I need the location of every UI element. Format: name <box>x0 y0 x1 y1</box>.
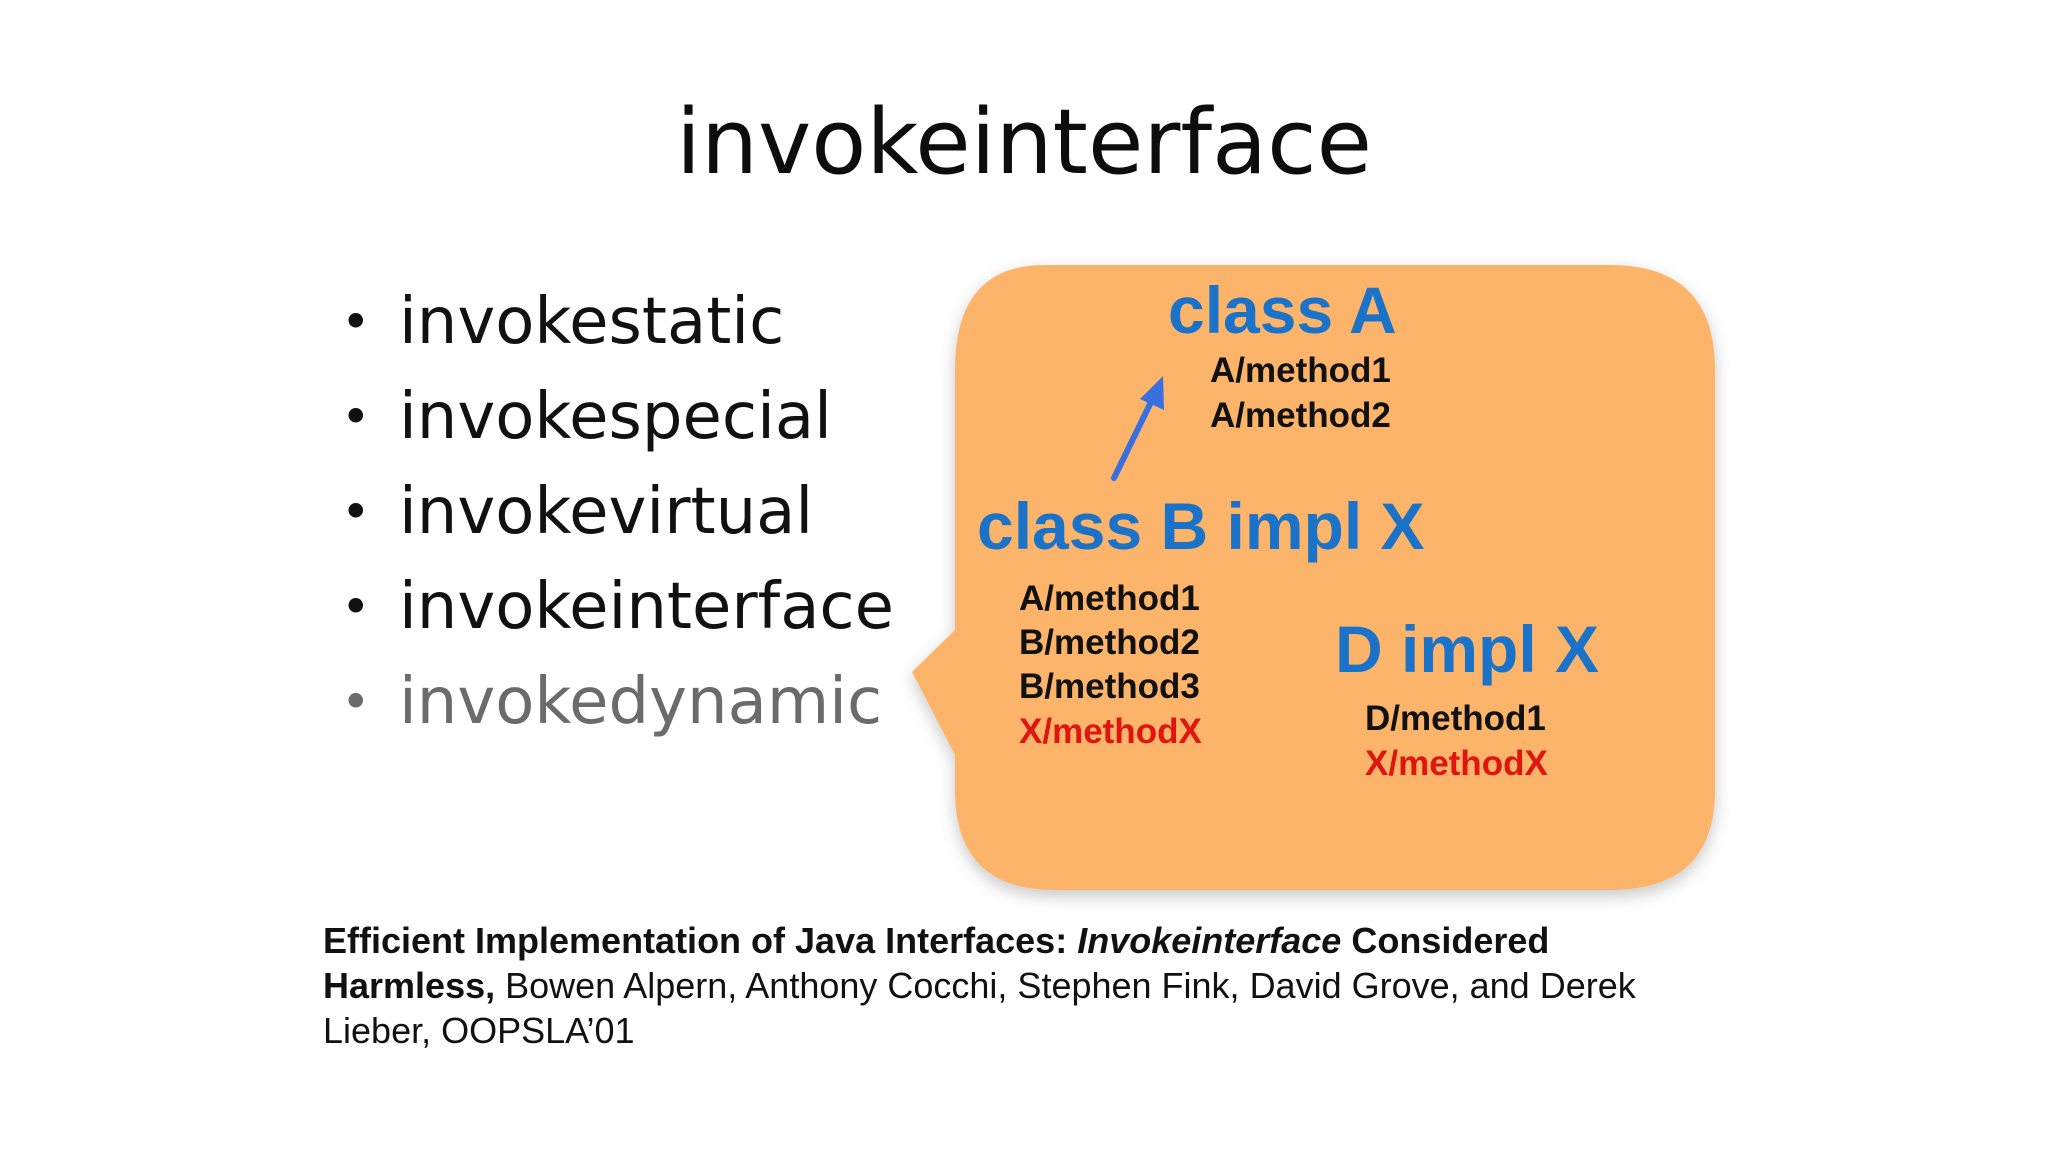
arrow-shaft <box>1111 395 1156 481</box>
bullet-list: • invokestatic • invokespecial • invokev… <box>335 275 894 750</box>
inheritance-arrow <box>1111 376 1164 481</box>
slide-title: invokeinterface <box>675 90 1373 195</box>
class-d-heading: D impl X <box>1335 612 1600 686</box>
bullet-item: • invokespecial <box>335 370 894 465</box>
bullet-item-dimmed: • invokedynamic <box>335 655 894 750</box>
paper-reference: Efficient Implementation of Java Interfa… <box>323 918 1723 1053</box>
class-a-heading: class A <box>1168 273 1397 347</box>
class-a-method: A/method1 <box>1210 351 1391 390</box>
bullet-dot: • <box>341 388 371 446</box>
class-b-method: A/method1 <box>1019 579 1200 618</box>
class-b-method-highlight: X/methodX <box>1019 712 1202 751</box>
bullet-item: • invokeinterface <box>335 560 894 655</box>
bullet-item: • invokevirtual <box>335 465 894 560</box>
reference-title-part2: Considered Harmless, <box>323 920 1550 1006</box>
arrow-head <box>1140 376 1164 410</box>
bullet-text: invokeinterface <box>399 570 894 644</box>
bullet-text: invokevirtual <box>399 475 814 549</box>
reference-title-part1: Efficient Implementation of Java Interfa… <box>323 920 1078 961</box>
class-b-heading: class B impl X <box>977 489 1425 563</box>
bullet-dot: • <box>341 673 371 731</box>
class-b-method: B/method2 <box>1019 623 1200 662</box>
reference-authors: Bowen Alpern, Anthony Cocchi, Stephen Fi… <box>323 965 1636 1051</box>
class-b-method: B/method3 <box>1019 667 1200 706</box>
reference-title-italic: Invokeinterface <box>1077 920 1342 961</box>
bullet-item: • invokestatic <box>335 275 894 370</box>
bullet-text: invokestatic <box>399 285 785 359</box>
class-d-method-highlight: X/methodX <box>1365 744 1548 783</box>
bullet-dot: • <box>341 578 371 636</box>
class-d-method: D/method1 <box>1365 699 1546 738</box>
bullet-dot: • <box>341 483 371 541</box>
bullet-dot: • <box>341 293 371 351</box>
bullet-text: invokespecial <box>399 380 832 454</box>
speech-bubble <box>912 265 1715 890</box>
class-a-method: A/method2 <box>1210 396 1391 435</box>
bullet-text: invokedynamic <box>399 665 883 739</box>
